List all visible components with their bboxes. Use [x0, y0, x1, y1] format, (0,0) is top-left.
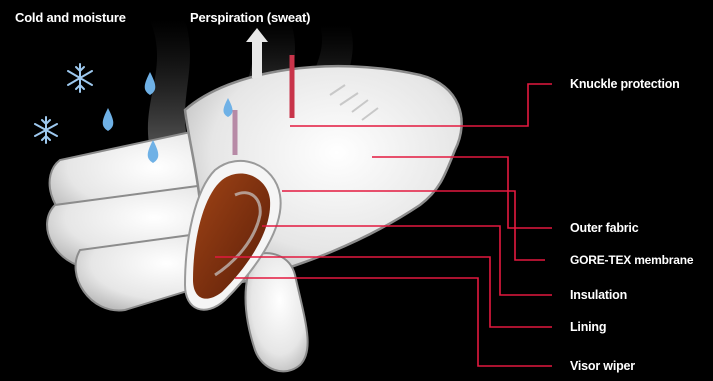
- callout-gore-tex-membrane: GORE-TEX membrane: [570, 253, 693, 267]
- callout-lining: Lining: [570, 320, 606, 334]
- cold-moisture-label: Cold and moisture: [15, 10, 126, 25]
- callout-visor-wiper: Visor wiper: [570, 359, 635, 373]
- callout-knuckle-protection: Knuckle protection: [570, 77, 680, 91]
- callout-outer-fabric: Outer fabric: [570, 221, 638, 235]
- snowflake-icon: [35, 64, 92, 143]
- perspiration-label: Perspiration (sweat): [190, 10, 310, 25]
- callout-insulation: Insulation: [570, 288, 627, 302]
